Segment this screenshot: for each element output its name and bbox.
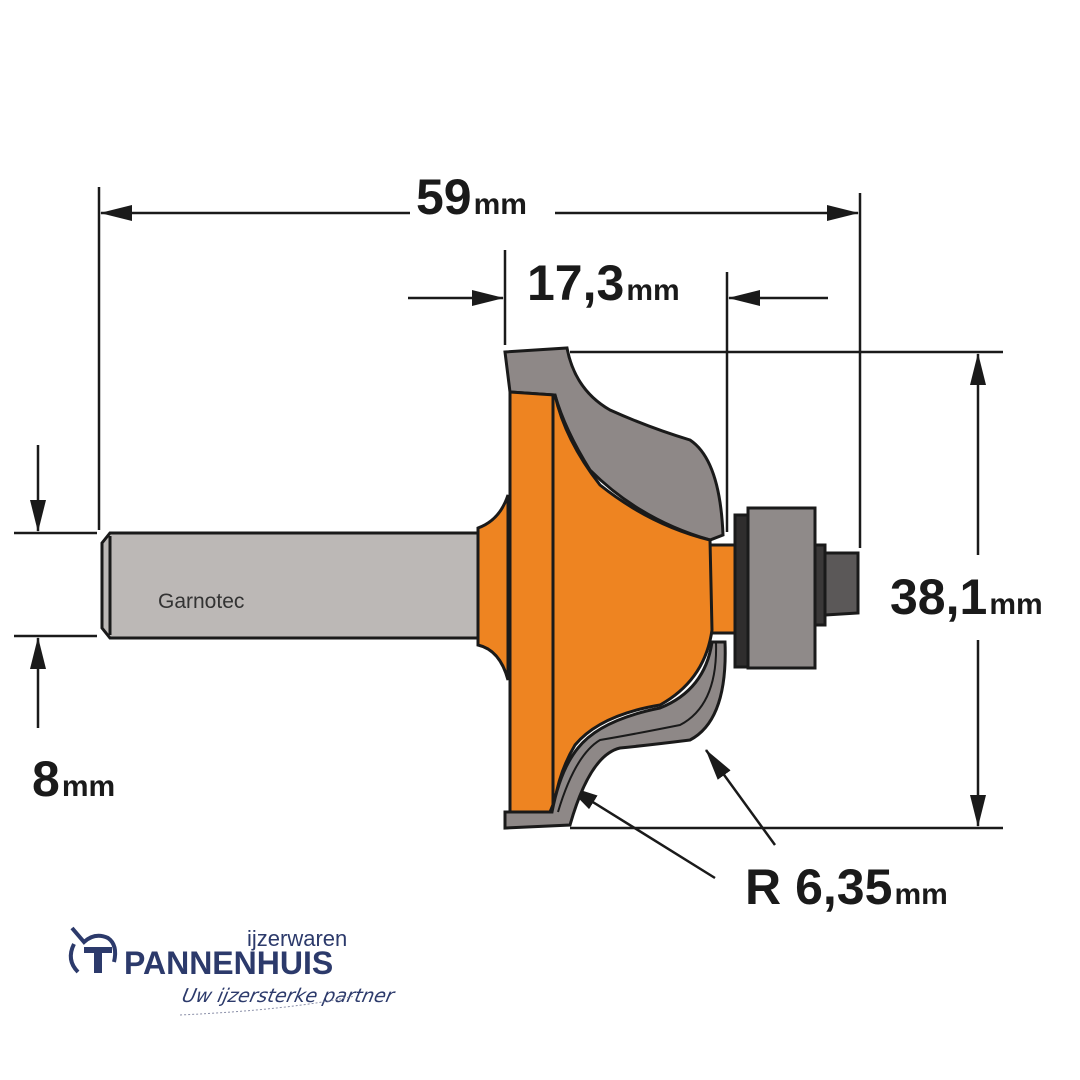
shank [100, 531, 480, 640]
bearing-shaft [708, 543, 740, 635]
cutter-body [508, 390, 714, 814]
carbide-bottom-edge [557, 641, 718, 813]
dim-cutting-length: 17,3mm [527, 255, 680, 311]
dim-diameter: 38,1mm [890, 569, 1043, 625]
house-t-icon [68, 926, 118, 974]
dimension-arrows [30, 205, 986, 880]
neck [476, 494, 510, 681]
dim-shank-diameter: 8mm [32, 751, 115, 807]
logo-slogan: Uw ijzersterke partner [180, 984, 397, 1007]
carbide-bottom [503, 640, 727, 830]
extension-lines [14, 187, 1003, 830]
shank-brand-label: Garnotec [158, 590, 244, 613]
logo-name: PANNENHUIS [124, 945, 333, 981]
bearing [733, 506, 860, 670]
logo-swoosh [179, 995, 356, 1016]
logo-top-text: ijzerwaren [247, 926, 347, 951]
pannenhuis-logo: ijzerwaren PANNENHUIS Uw ijzersterke par… [68, 926, 397, 1016]
dim-overall-length: 59mm [416, 169, 527, 225]
